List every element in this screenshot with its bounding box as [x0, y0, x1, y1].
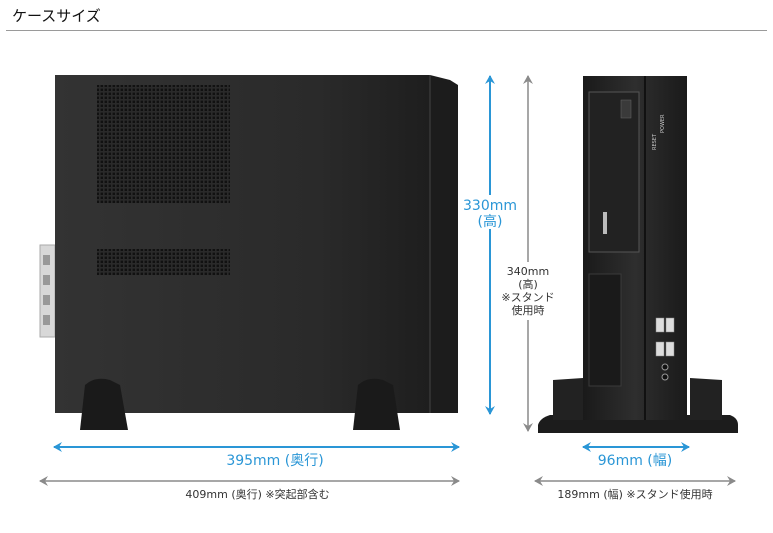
depth-main-label: 395mm (奥行): [226, 453, 324, 469]
eject-button: [620, 99, 632, 119]
height-stand-label: 340mm (高) ※スタンド 使用時: [496, 265, 560, 317]
depth-total-label: 409mm (奥行) ※突起部含む: [185, 488, 330, 501]
audio-jack: [661, 363, 669, 371]
bottom-vent-grille: [97, 249, 230, 275]
optical-drive-bay: [588, 91, 640, 253]
height-main-value: 330mm: [463, 198, 517, 214]
usb-ports: [655, 317, 675, 357]
title-divider: [6, 30, 767, 31]
height-main-sub: (高): [477, 214, 503, 230]
reset-label: RESET: [652, 133, 658, 150]
height-stand-note1: ※スタンド: [501, 291, 555, 304]
stand-rear: [80, 378, 128, 430]
width-stand-label: 189mm (幅) ※スタンド使用時: [557, 488, 713, 501]
width-main-label: 96mm (幅): [597, 453, 673, 469]
height-stand-sub: (高): [518, 278, 538, 291]
page-title: ケースサイズ: [12, 7, 101, 25]
height-stand-note2: 使用時: [511, 304, 545, 317]
case-side-view: [39, 75, 458, 430]
top-vent-grille: [97, 85, 230, 203]
height-stand-value: 340mm: [506, 265, 550, 278]
power-label: POWER: [660, 114, 666, 133]
stand-front: [353, 378, 400, 430]
height-main-label: 330mm (高): [462, 198, 518, 230]
case-front-view: RESET POWER: [538, 76, 738, 433]
audio-jack: [661, 373, 669, 381]
